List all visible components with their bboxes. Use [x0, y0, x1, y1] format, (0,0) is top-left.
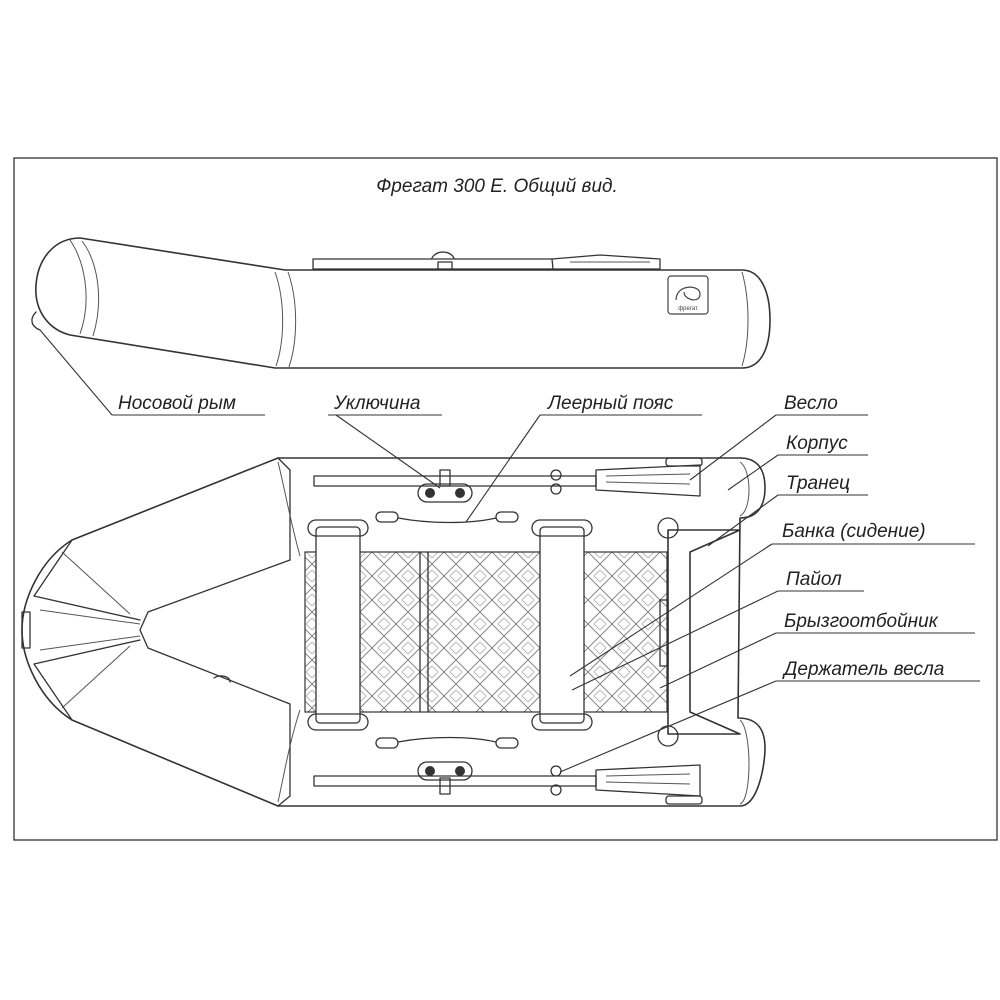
diagram-title: Фрегат 300 Е. Общий вид.	[376, 176, 618, 197]
oarlock-top	[417, 469, 473, 503]
callout-bow-ring: Носовой рым	[39, 329, 265, 416]
callout-grab-line: Леерный пояс	[465, 393, 702, 523]
callout-seat: Банка (сидение)	[569, 521, 975, 677]
seat-rear	[539, 526, 585, 724]
svg-text:Носовой рым: Носовой рым	[118, 393, 236, 414]
top-view-boat	[21, 457, 766, 807]
transom	[667, 529, 741, 735]
oar-bottom	[313, 764, 703, 805]
brand-logo: фрегат	[667, 275, 709, 315]
oarlock-bottom	[417, 761, 473, 795]
svg-text:Весло: Весло	[784, 393, 838, 414]
floor-panel	[304, 551, 668, 713]
callout-floor: Пайол	[571, 569, 864, 691]
svg-text:фрегат: фрегат	[678, 306, 698, 312]
oar-top	[313, 457, 703, 497]
svg-text:Пайол: Пайол	[786, 569, 842, 590]
svg-text:Держатель весла: Держатель весла	[782, 659, 944, 680]
side-hull-tube	[35, 237, 771, 369]
diagram-frame	[13, 157, 998, 841]
svg-text:Брызгоотбойник: Брызгоотбойник	[784, 611, 939, 632]
svg-text:Транец: Транец	[786, 473, 850, 494]
svg-text:Леерный пояс: Леерный пояс	[546, 393, 674, 414]
callout-hull: Корпус	[727, 433, 868, 491]
seat-front	[315, 526, 361, 724]
svg-text:Банка (сидение): Банка (сидение)	[782, 521, 926, 542]
side-view-boat: фрегат	[31, 237, 771, 369]
svg-text:Уключина: Уключина	[333, 393, 420, 414]
callout-oar: Весло	[689, 393, 868, 481]
callout-transom: Транец	[707, 473, 868, 547]
svg-text:Корпус: Корпус	[786, 433, 848, 454]
callout-oar-holder: Держатель весла	[559, 659, 980, 773]
callout-splash-guard: Брызгоотбойник	[659, 611, 975, 689]
callout-oarlock: Уключина	[328, 393, 442, 489]
